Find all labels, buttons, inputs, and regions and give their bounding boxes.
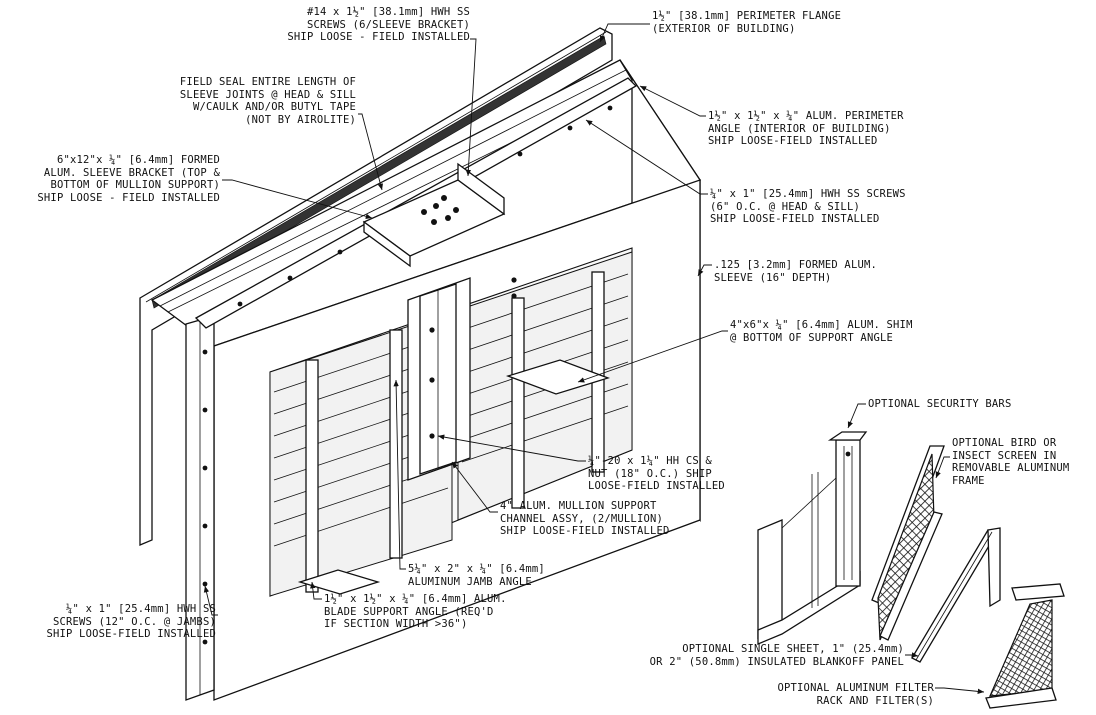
callout-line: OPTIONAL SINGLE SHEET, 1" (25.4mm) (682, 643, 904, 655)
callout-line: 1½" x 1½" x ¼" ALUM. PERIMETER (708, 110, 904, 122)
callout-line: FIELD SEAL ENTIRE LENGTH OF (179, 76, 356, 88)
callout-line: 1½" x 1½" x ¼" [6.4mm] ALUM. (324, 593, 507, 605)
callout-line: ANGLE (INTERIOR OF BUILDING) (708, 122, 891, 135)
callout-shim: 4"x6"x ¼" [6.4mm] ALUM. SHIM @ BOTTOM OF… (730, 319, 913, 344)
sleeve-assembly (139, 27, 702, 701)
callout-line: CHANNEL ASSY, (2/MULLION) (500, 512, 664, 525)
callout-line: SHIP LOOSE-FIELD INSTALLED (500, 525, 670, 537)
sleeve-bracket (362, 162, 506, 268)
callout-line: BLADE SUPPORT ANGLE (REQ'D (324, 605, 494, 618)
callout-line: ALUM. SLEEVE BRACKET (TOP & (43, 166, 220, 179)
mullion-support-channel (407, 277, 471, 481)
head-sill-screws (237, 105, 613, 307)
callout-perimeter-flange: 1½" [38.1mm] PERIMETER FLANGE (EXTERIOR … (652, 10, 841, 35)
callout-line: 4"x6"x ¼" [6.4mm] ALUM. SHIM (730, 319, 913, 331)
callout-head-sill-screws: ¼" x 1" [25.4mm] HWH SS SCREWS (6" O.C. … (710, 188, 906, 226)
security-bars-accessory (757, 431, 868, 645)
callout-line: 1½" [38.1mm] PERIMETER FLANGE (652, 10, 842, 22)
shim-plate-left (297, 569, 381, 595)
callout-hh-cs-nut: ¼"-20 x 1¼" HH CS & NUT (18" O.C.) SHIP … (588, 455, 725, 493)
callout-jamb-angle: 5¼" x 2" x ¼" [6.4mm] ALUMINUM JAMB ANGL… (408, 563, 545, 588)
callout-line: OR 2" (50.8mm) INSULATED BLANKOFF PANEL (649, 655, 904, 668)
callout-line: ALUMINUM JAMB ANGLE (408, 575, 532, 588)
callout-bird-screen: OPTIONAL BIRD OR INSECT SCREEN IN REMOVA… (952, 437, 1069, 487)
callout-line: (EXTERIOR OF BUILDING) (652, 22, 796, 35)
callout-line: ¼" x 1" [25.4mm] HWH SS SCREWS (710, 188, 906, 200)
callout-line: IF SECTION WIDTH >36") (324, 618, 468, 630)
callout-line: REMOVABLE ALUMINUM (952, 462, 1070, 474)
callout-line: SCREWS (12" O.C. @ JAMBS) (52, 615, 216, 628)
callout-line: LOOSE-FIELD INSTALLED (588, 480, 725, 492)
callout-line: SHIP LOOSE - FIELD INSTALLED (287, 31, 470, 43)
callout-line: SLEEVE (16" DEPTH) (714, 271, 832, 284)
leader-lines (203, 23, 985, 695)
callout-line: SLEEVE JOINTS @ HEAD & SILL (179, 88, 356, 101)
callout-line: #14 x 1½" [38.1mm] HWH SS (306, 6, 470, 18)
blade-support-angles (305, 271, 605, 593)
callout-security-bars: OPTIONAL SECURITY BARS (868, 398, 1011, 411)
callout-line: @ BOTTOM OF SUPPORT ANGLE (730, 331, 894, 344)
callout-line: (6" O.C. @ HEAD & SILL) (710, 200, 860, 213)
callout-line: 5¼" x 2" x ¼" [6.4mm] (408, 563, 545, 575)
callout-line: SHIP LOOSE - FIELD INSTALLED (37, 191, 220, 204)
callout-line: SCREWS (6/SLEEVE BRACKET) (306, 18, 470, 31)
callout-line: INSECT SCREEN IN (952, 449, 1057, 462)
callout-line: OPTIONAL ALUMINUM FILTER (777, 682, 934, 694)
callout-line: FRAME (952, 474, 985, 487)
callout-line: SHIP LOOSE-FIELD INSTALLED (708, 135, 878, 147)
callout-sleeve: .125 [3.2mm] FORMED ALUM. SLEEVE (16" DE… (714, 259, 877, 284)
callout-line: .125 [3.2mm] FORMED ALUM. (714, 259, 878, 271)
callout-line: W/CAULK AND/OR BUTYL TAPE (192, 101, 356, 113)
callout-line: 4" ALUM. MULLION SUPPORT (500, 500, 657, 512)
callout-field-seal: FIELD SEAL ENTIRE LENGTH OF SLEEVE JOINT… (118, 76, 356, 126)
shim-plate-right (505, 359, 611, 395)
callout-line: RACK AND FILTER(S) (816, 694, 934, 707)
callout-line: ¼" x 1" [25.4mm] HWH SS (66, 603, 216, 615)
bird-screen-accessory (871, 445, 945, 641)
mullion-bolts (429, 277, 517, 439)
callout-perimeter-angle: 1½" x 1½" x ¼" ALUM. PERIMETER ANGLE (IN… (708, 110, 904, 148)
filter-rack-accessory (985, 583, 1065, 709)
callout-mullion-support: 4" ALUM. MULLION SUPPORT CHANNEL ASSY, (… (500, 500, 670, 538)
jamb-screws (202, 349, 208, 645)
callout-screws-sleeve-bracket: #14 x 1½" [38.1mm] HWH SS SCREWS (6/SLEE… (258, 6, 470, 44)
callout-blade-support: 1½" x 1½" x ¼" [6.4mm] ALUM. BLADE SUPPO… (324, 593, 507, 631)
callout-line: SHIP LOOSE-FIELD INSTALLED (710, 213, 880, 225)
callout-line: SHIP LOOSE-FIELD INSTALLED (46, 628, 216, 640)
blankoff-panel-accessory (911, 527, 1001, 663)
callout-line: OPTIONAL BIRD OR (952, 437, 1057, 449)
callout-line: NUT (18" O.C.) SHIP (588, 467, 712, 480)
callout-line: BOTTOM OF MULLION SUPPORT) (50, 179, 220, 191)
callout-sleeve-bracket: 6"x12"x ¼" [6.4mm] FORMED ALUM. SLEEVE B… (8, 154, 220, 204)
callout-jamb-screws: ¼" x 1" [25.4mm] HWH SS SCREWS (12" O.C.… (10, 603, 216, 641)
callout-line: ¼"-20 x 1¼" HH CS & (588, 455, 712, 467)
callout-line: OPTIONAL SECURITY BARS (868, 398, 1012, 410)
callout-line: (NOT BY AIROLITE) (245, 113, 356, 126)
callout-filter-rack: OPTIONAL ALUMINUM FILTER RACK AND FILTER… (756, 682, 934, 707)
callout-blankoff-panel: OPTIONAL SINGLE SHEET, 1" (25.4mm) OR 2"… (596, 643, 904, 668)
callout-line: 6"x12"x ¼" [6.4mm] FORMED (56, 154, 220, 166)
